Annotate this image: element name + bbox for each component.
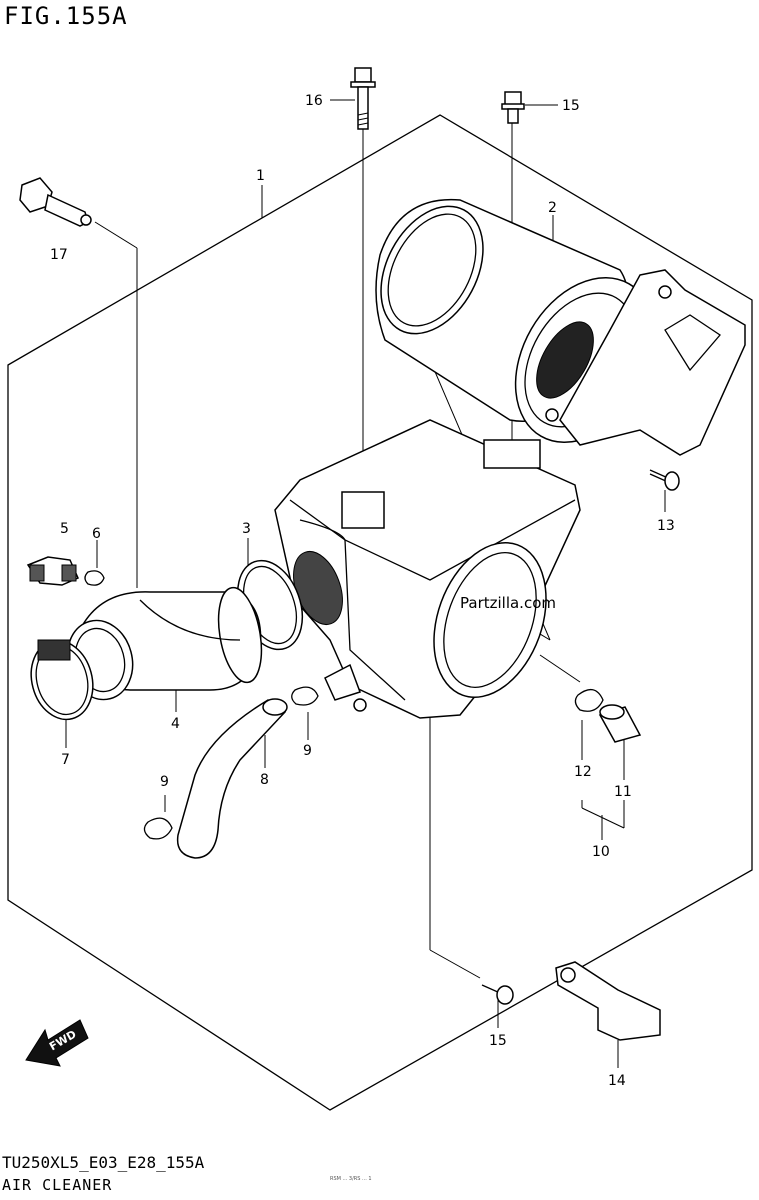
bracket-14-icon xyxy=(555,961,661,1041)
diagram-name: AIR CLEANER xyxy=(2,1176,113,1194)
callout-15-top: 15 xyxy=(562,98,580,114)
callout-9-left: 9 xyxy=(160,774,169,790)
screw-13-icon xyxy=(649,469,680,491)
fitting-5-icon xyxy=(26,556,79,586)
fine-print: RSM ... 3/RS ... 1 xyxy=(330,1176,372,1182)
diagram-code: TU250XL5_E03_E28_155A xyxy=(2,1153,205,1172)
callout-5: 5 xyxy=(60,521,69,537)
watermark: Partzilla.com xyxy=(460,594,556,612)
callout-14: 14 xyxy=(608,1073,626,1089)
fwd-arrow-icon: FWD xyxy=(25,1019,89,1067)
callout-16: 16 xyxy=(305,93,323,109)
clip-17-icon xyxy=(19,177,92,227)
bolt-15-top-icon xyxy=(501,91,525,124)
hose-8-icon xyxy=(176,698,288,859)
callout-9-right: 9 xyxy=(303,743,312,759)
clip-9-left-icon xyxy=(143,817,173,840)
intake-pipe-4-icon xyxy=(66,586,263,701)
air-cleaner-case-icon xyxy=(274,419,581,719)
clip-6-icon xyxy=(84,570,105,586)
callout-11: 11 xyxy=(614,784,632,800)
callout-1: 1 xyxy=(256,168,265,184)
cap-11-icon xyxy=(598,704,642,743)
callout-6: 6 xyxy=(92,526,101,542)
callout-8: 8 xyxy=(260,772,269,788)
bolt-15-bottom-icon xyxy=(481,984,514,1005)
assembly-outline xyxy=(7,114,753,1111)
clip-9-right-icon xyxy=(291,686,319,706)
callout-12: 12 xyxy=(574,764,592,780)
callout-15-bottom: 15 xyxy=(489,1033,507,1049)
leader-lines xyxy=(65,99,666,1068)
bolt-16-icon xyxy=(350,67,376,130)
callout-3: 3 xyxy=(242,521,251,537)
callout-10: 10 xyxy=(592,844,610,860)
callout-17: 17 xyxy=(50,247,68,263)
callout-4: 4 xyxy=(171,716,180,732)
figure-title: FIG.155A xyxy=(4,2,128,30)
callout-2: 2 xyxy=(548,200,557,216)
callout-numbers: 1 2 3 4 5 6 7 8 9 9 10 11 12 13 14 15 15… xyxy=(50,93,675,1089)
callout-13: 13 xyxy=(657,518,675,534)
callout-7: 7 xyxy=(61,752,70,768)
clamp-7-icon xyxy=(30,639,94,721)
filter-element-icon xyxy=(375,198,746,456)
clip-12-icon xyxy=(574,688,604,712)
